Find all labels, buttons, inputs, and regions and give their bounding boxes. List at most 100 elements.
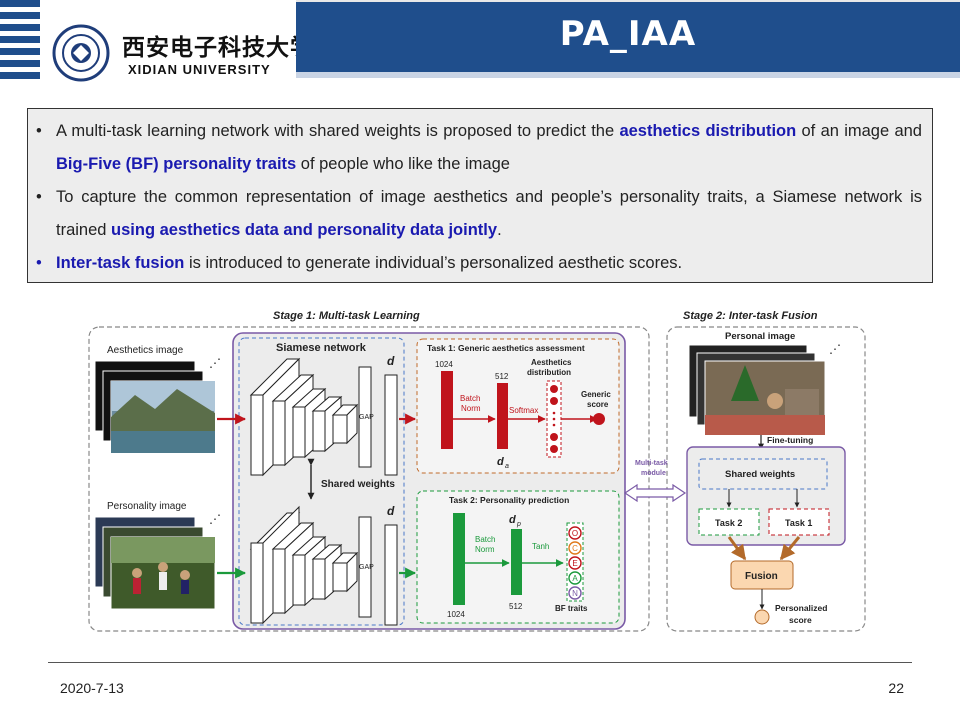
task2-512-label: 512 <box>509 602 523 611</box>
ocean-letter: O <box>572 529 578 538</box>
university-seal-icon <box>52 24 110 82</box>
highlighted-text: aesthetics distribution <box>619 122 797 140</box>
ocean-node <box>568 571 582 585</box>
bullet-item: To capture the common representation of … <box>36 181 922 247</box>
softmax-label: Softmax <box>509 406 538 415</box>
highlighted-text: using aesthetics data and personality da… <box>111 221 498 239</box>
multitask-module-label-1: Multi-task <box>635 460 668 467</box>
cnn-blocks-bottom <box>249 505 398 626</box>
svg-text:⋰: ⋰ <box>209 512 221 526</box>
siamese-network-label: Siamese network <box>276 342 367 354</box>
page-number: 22 <box>888 680 904 696</box>
generic-score-label-1: Generic <box>581 390 611 399</box>
highlighted-text: Inter-task fusion <box>56 254 185 272</box>
task1-512-label: 512 <box>495 372 509 381</box>
da-subscript: a <box>505 463 509 470</box>
task2-norm-label: Norm <box>475 545 495 554</box>
aesthetics-image-label: Aesthetics image <box>107 345 184 356</box>
personalized-score-node <box>754 609 770 625</box>
bullet-text: is introduced to generate individual’s p… <box>184 254 683 272</box>
university-name-cn: 西安电子科技大学 <box>122 34 314 61</box>
shared-weights-label: Shared weights <box>321 479 395 490</box>
personality-image-stack <box>94 516 216 610</box>
dp-subscript: p <box>516 521 521 528</box>
svg-text:⋰: ⋰ <box>829 342 841 356</box>
task1-label: Task 1: Generic aesthetics assessment <box>427 343 585 353</box>
header-stripes <box>0 0 40 84</box>
university-logo: 西安电子科技大学 XIDIAN UNIVERSITY <box>52 22 313 84</box>
ocean-node <box>568 541 582 555</box>
stage2-task2-label: Task 2 <box>715 518 742 528</box>
task2-1024-label: 1024 <box>447 610 465 619</box>
ocean-letter: C <box>572 544 578 553</box>
aesthetics-image-stack <box>94 360 216 454</box>
cnn-blocks-top <box>249 357 398 477</box>
task2-fc512 <box>511 529 522 595</box>
svg-text:⋰: ⋰ <box>209 356 221 370</box>
stage2-task1-box <box>768 508 830 536</box>
personalized-score-label-2: score <box>789 615 812 625</box>
personalized-score-label-1: Personalized <box>775 603 827 613</box>
task1-fc512 <box>497 383 508 449</box>
footer-divider <box>48 662 912 663</box>
task2-batch-label: Batch <box>475 535 495 544</box>
footer-date: 2020-7-13 <box>60 680 124 696</box>
stage2-task1-label: Task 1 <box>785 518 812 528</box>
stage2-label: Stage 2: Inter-task Fusion <box>683 310 818 322</box>
personal-image-stack <box>688 344 826 436</box>
task1-box <box>416 338 620 474</box>
generic-score-node <box>593 413 605 425</box>
ocean-letter: E <box>572 559 577 568</box>
bullet-text: A multi-task learning network with share… <box>56 122 620 140</box>
multitask-module-label-2: module <box>641 470 666 477</box>
dp-label: d <box>509 514 516 526</box>
summary-box: A multi-task learning network with share… <box>27 108 933 283</box>
task2-label: Task 2: Personality prediction <box>449 495 569 505</box>
stage1-label: Stage 1: Multi-task Learning <box>273 310 420 322</box>
ocean-node <box>568 526 582 540</box>
fusion-label: Fusion <box>745 571 778 582</box>
d-label-bottom: d <box>387 504 395 518</box>
bullet-text: of an image and <box>796 122 923 140</box>
highlighted-text: Big-Five (BF) personality traits <box>56 155 297 173</box>
generic-score-label-2: score <box>587 400 609 409</box>
task1-batch-label: Batch <box>460 394 480 403</box>
stage2-box <box>666 326 866 632</box>
ocean-letter: A <box>572 574 578 583</box>
fine-tuning-label: Fine-tuning <box>767 435 813 445</box>
personality-image-label: Personality image <box>107 501 187 512</box>
bf-traits-label: BF traits <box>555 604 588 613</box>
d-label-top: d <box>387 354 395 368</box>
page-title: PA_IAA <box>559 14 697 54</box>
stage2-shared-weights-label: Shared weights <box>725 469 795 480</box>
bullet-item: Inter-task fusion is introduced to gener… <box>36 247 922 280</box>
task1-fc1024 <box>441 371 453 449</box>
task1-norm-label: Norm <box>461 404 481 413</box>
task2-fc1024 <box>453 513 465 605</box>
stage2-task2-box <box>698 508 760 536</box>
gap-label-top: GAP <box>359 414 374 421</box>
task1-1024-label: 1024 <box>435 360 453 369</box>
ocean-node <box>568 586 582 600</box>
university-name-en: XIDIAN UNIVERSITY <box>128 62 271 77</box>
ocean-letter: N <box>572 589 578 598</box>
aesthetics-dist-label-1: Aesthetics <box>531 358 572 367</box>
bullet-text: To capture the common representation of … <box>56 188 922 239</box>
title-underline <box>296 72 960 78</box>
bullet-item: A multi-task learning network with share… <box>36 115 923 181</box>
stage1-box <box>88 326 650 632</box>
multitask-module-arrow <box>623 483 687 503</box>
ocean-node <box>568 556 582 570</box>
bullet-text: . <box>497 221 502 239</box>
personal-image-label: Personal image <box>725 331 795 342</box>
tanh-label: Tanh <box>532 542 549 551</box>
gap-label-bottom: GAP <box>359 564 374 571</box>
architecture-diagram: Stage 1: Multi-task Learning Stage 2: In… <box>88 310 866 632</box>
da-label: d <box>497 456 504 468</box>
aesthetics-dist-label-2: distribution <box>527 368 571 377</box>
title-bar: PA_IAA <box>296 0 960 72</box>
bullet-text: of people who like the image <box>296 155 510 173</box>
distribution-nodes <box>550 385 558 453</box>
bullet-list: A multi-task learning network with share… <box>28 109 932 280</box>
